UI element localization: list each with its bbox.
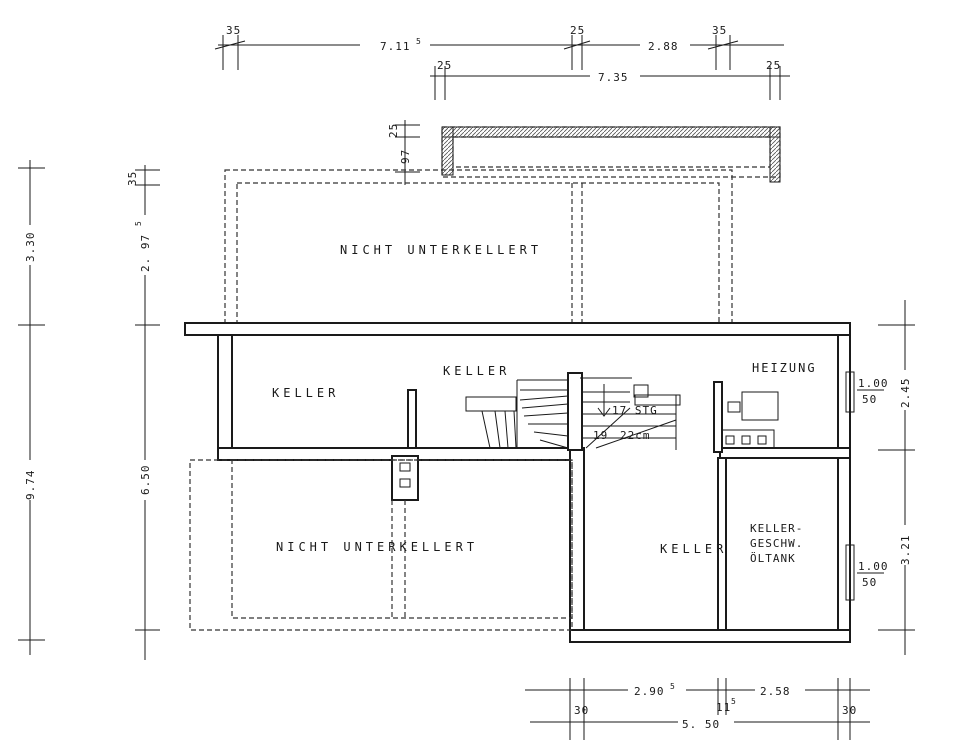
stair-run-label: 22cm (620, 429, 651, 442)
terrace-wall-left (441, 126, 454, 176)
room-label-keller-right: KELLER (660, 542, 727, 556)
dim-bottom-2905: 2.90 (634, 685, 665, 698)
stair-steps-label: 17 STG (612, 404, 658, 417)
dim-right-321: 3.21 (899, 535, 912, 566)
dim-v-25: 25 (387, 123, 400, 138)
upper-unexcavated-outline (224, 126, 781, 329)
top-dimension-chain (214, 35, 790, 100)
room-label-nicht-unterkellert-top: NICHT UNTERKELLERT (340, 243, 542, 257)
dim-left-974: 9.74 (24, 470, 37, 501)
dim-left-297: 2. 97 (139, 234, 152, 272)
terrace-wall-right (769, 126, 781, 183)
terrace-wall (441, 126, 781, 138)
right-dimension-chain (857, 300, 915, 655)
dim-bottom-30a: 30 (574, 704, 589, 717)
dim-top-35: 35 (226, 24, 241, 37)
lower-unexcavated-outline (189, 459, 573, 631)
heating-equipment (721, 391, 779, 449)
room-label-nicht-unterkellert-bottom: NICHT UNTERKELLERT (276, 540, 478, 554)
dim-v-97: 97 (399, 149, 412, 164)
dim-right-100b: 1.00 (858, 560, 889, 573)
dim-right-50b: 50 (862, 576, 877, 589)
dim-top-25: 25 (570, 24, 585, 37)
dim-row2-735: 7.35 (598, 71, 629, 84)
windows (845, 371, 855, 601)
dim-left-297-sup: 5 (134, 221, 143, 226)
dim-left-35: 35 (126, 171, 139, 186)
dim-bottom-550: 5. 50 (682, 718, 720, 731)
dim-top-35b: 35 (712, 24, 727, 37)
room-label-oeltank: ÖLTANK (750, 552, 796, 565)
dim-bottom-258: 2.58 (760, 685, 791, 698)
dim-bottom-2905-sup: 5 (670, 682, 675, 691)
room-label-keller-mid: KELLER (443, 364, 510, 378)
room-label-keller-geschw-1: KELLER- (750, 522, 803, 535)
room-label-keller-geschw-2: GESCHW. (750, 537, 803, 550)
basement-walls (184, 322, 851, 643)
stair-rise-label: 19 (593, 429, 608, 442)
staircase (465, 377, 681, 450)
dim-row2-25a: 25 (437, 59, 452, 72)
dim-left-330: 3.30 (24, 232, 37, 263)
dim-bottom-30b: 30 (842, 704, 857, 717)
dim-top-711-sup: 5 (416, 37, 421, 46)
dim-top-288: 2.88 (648, 40, 679, 53)
room-label-heizung: HEIZUNG (752, 361, 817, 375)
dim-top-711: 7.11 (380, 40, 411, 53)
dim-right-50a: 50 (862, 393, 877, 406)
dim-right-245: 2.45 (899, 378, 912, 409)
dim-row2-25b: 25 (766, 59, 781, 72)
dim-bottom-11-sup: 5 (731, 697, 736, 706)
dim-bottom-11: 11 (716, 701, 731, 714)
room-label-keller-left: KELLER (272, 386, 339, 400)
dim-right-100a: 1.00 (858, 377, 889, 390)
dim-left-650: 6.50 (139, 465, 152, 496)
